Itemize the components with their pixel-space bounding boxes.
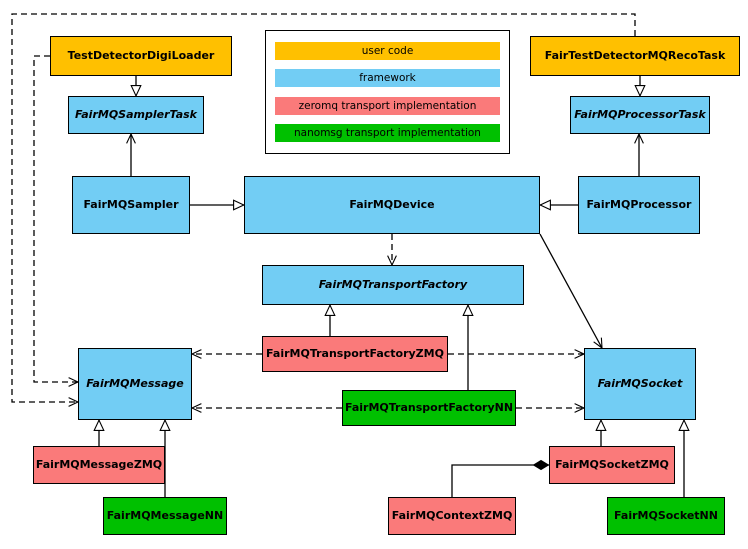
legend-item-framework: framework xyxy=(275,69,500,88)
class-node-label: FairMQContextZMQ xyxy=(391,508,513,522)
class-node-fairmqcontextzmq[interactable]: FairMQContextZMQ xyxy=(388,497,516,535)
class-node-label: FairMQTransportFactoryZMQ xyxy=(266,346,444,360)
class-node-label: FairMQProcessorTask xyxy=(574,107,706,121)
class-node-label: FairTestDetectorMQRecoTask xyxy=(544,48,726,62)
class-node-fairmqtransportfactoryzmq[interactable]: FairMQTransportFactoryZMQ xyxy=(262,336,448,372)
class-node-label: FairMQSamplerTask xyxy=(75,107,197,121)
legend-item-user-code: user code xyxy=(275,41,500,60)
class-node-label: FairMQTransportFactoryNN xyxy=(344,400,514,414)
class-node-label: FairMQSocketZMQ xyxy=(555,457,669,471)
class-node-label: FairMQMessageZMQ xyxy=(35,457,163,471)
class-node-fairmqmessage[interactable]: FairMQMessage xyxy=(78,348,192,420)
edge-dependency-recotask-message xyxy=(11,13,636,407)
class-node-label: FairMQTransportFactory xyxy=(318,277,468,291)
class-node-label: TestDetectorDigiLoader xyxy=(67,48,215,62)
class-node-testdetectordigiloader[interactable]: TestDetectorDigiLoader xyxy=(50,36,232,76)
edge-composition-contextzmq-socketzmq xyxy=(451,459,550,497)
class-node-fairmqsocketnn[interactable]: FairMQSocketNN xyxy=(607,497,725,535)
legend-panel: user code framework zeromq transport imple… xyxy=(265,30,510,154)
class-node-fairmqsampler[interactable]: FairMQSampler xyxy=(72,176,190,234)
legend-item-zeromq: zeromq transport implementation xyxy=(275,96,500,115)
class-node-fairmqtransportfactory[interactable]: FairMQTransportFactory xyxy=(262,265,524,305)
class-node-label: FairMQMessage xyxy=(86,376,184,390)
class-node-fairmqprocessortask[interactable]: FairMQProcessorTask xyxy=(570,96,710,134)
class-node-fairmqsocket[interactable]: FairMQSocket xyxy=(584,348,696,420)
edge-dependency-digiloader-message xyxy=(33,55,80,387)
class-node-fairmqprocessor[interactable]: FairMQProcessor xyxy=(578,176,700,234)
class-node-fairmqsamplertask[interactable]: FairMQSamplerTask xyxy=(68,96,204,134)
class-node-label: FairMQMessageNN xyxy=(106,508,224,522)
legend-item-nanomsg: nanomsg transport implementation xyxy=(275,124,500,143)
edge-association-device-socket xyxy=(539,233,603,350)
class-node-fairmqmessagezmq[interactable]: FairMQMessageZMQ xyxy=(33,446,165,484)
class-node-fairmqsocketzmq[interactable]: FairMQSocketZMQ xyxy=(549,446,675,484)
class-node-fairmqdevice[interactable]: FairMQDevice xyxy=(244,176,540,234)
class-node-label: FairMQSocket xyxy=(597,376,683,390)
class-node-fairmqtransportfactorynn[interactable]: FairMQTransportFactoryNN xyxy=(342,390,516,426)
class-node-fairtestdetectormqrecotask[interactable]: FairTestDetectorMQRecoTask xyxy=(530,36,740,76)
class-node-label: FairMQSocketNN xyxy=(614,508,718,522)
class-node-fairmqmessagenn[interactable]: FairMQMessageNN xyxy=(103,497,227,535)
class-node-label: FairMQProcessor xyxy=(586,197,692,211)
class-node-label: FairMQSampler xyxy=(83,197,179,211)
class-node-label: FairMQDevice xyxy=(349,197,435,211)
